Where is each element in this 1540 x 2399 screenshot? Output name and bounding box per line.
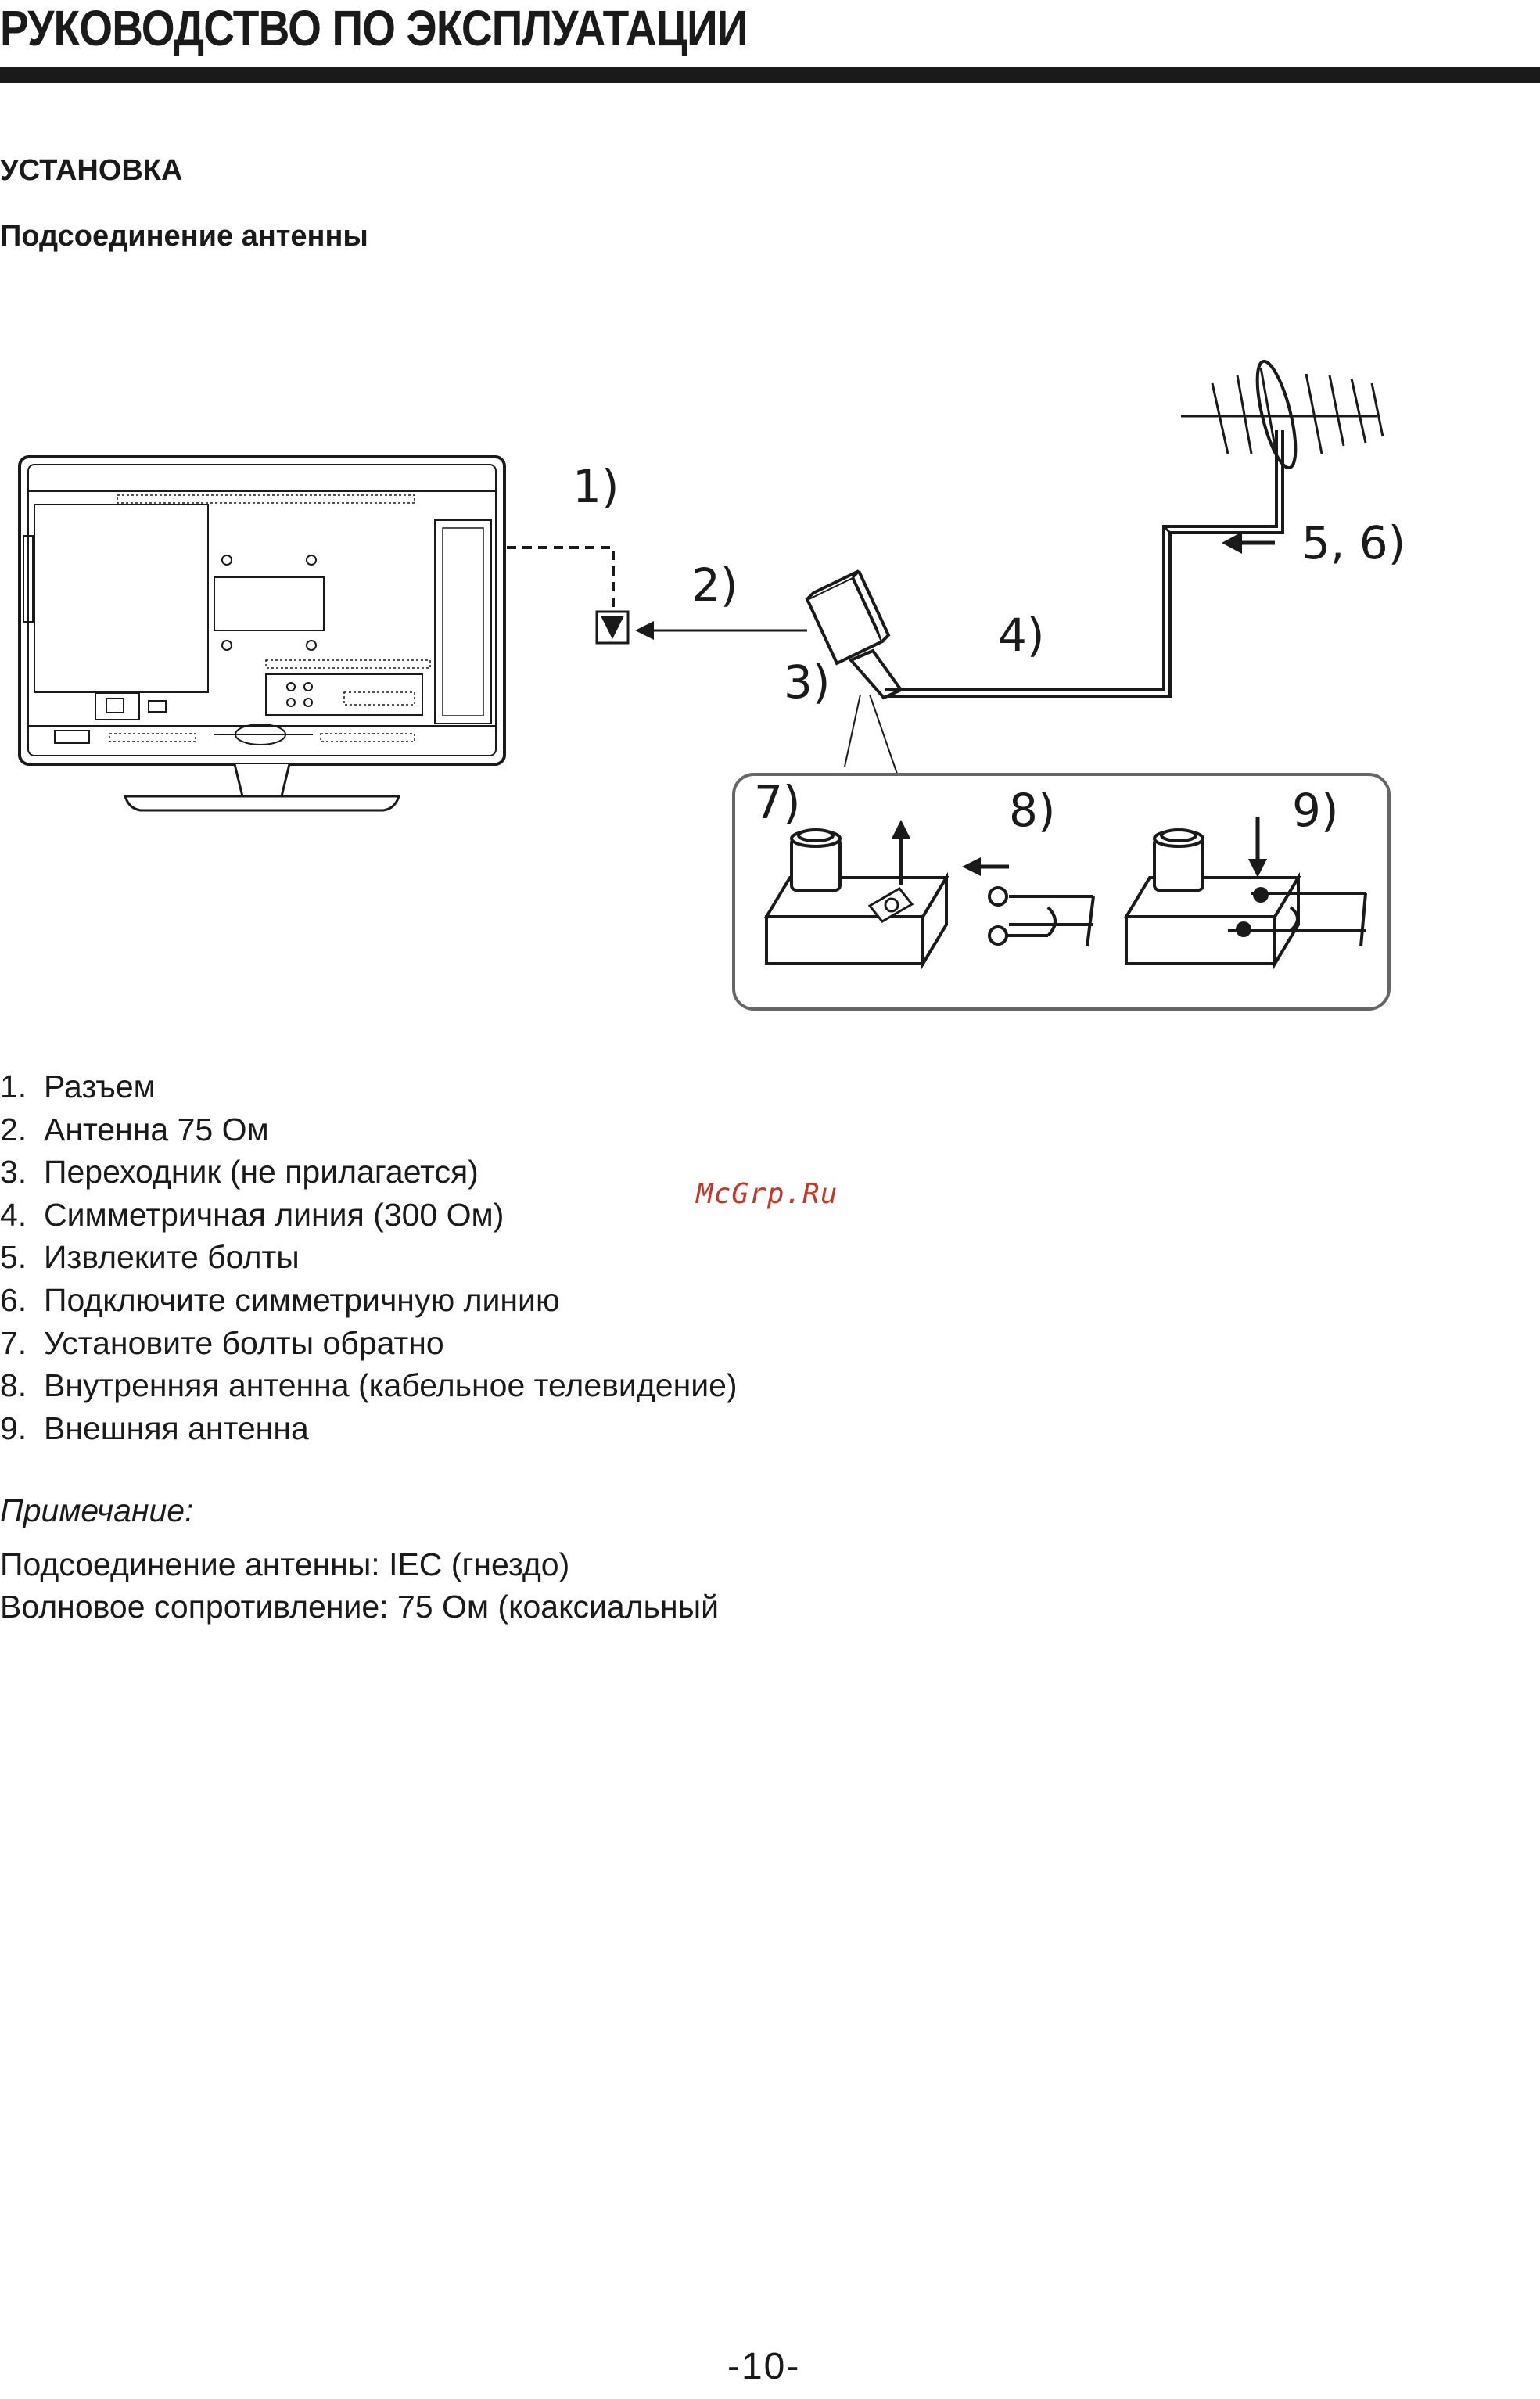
page-header-title: РУКОВОДСТВО ПО ЭКСПЛУАТАЦИИ	[0, 0, 748, 56]
section-subtitle: Подсоединение антенны	[0, 220, 368, 253]
yagi-antenna-icon	[1181, 359, 1384, 470]
page-number: -10-	[727, 2346, 801, 2387]
list-item: 6.Подключите симметричную линию	[0, 1281, 560, 1318]
note-line: Подсоединение антенны: IEC (гнездо)	[0, 1546, 570, 1582]
connector-link	[507, 546, 630, 645]
callout-9: 9)	[1292, 784, 1339, 837]
balanced-line	[885, 430, 1284, 698]
antenna-connection-diagram: 1) 2) 3) 4) 5, 6) 7) 8) 9)	[18, 359, 1405, 1011]
callout-5-6: 5, 6)	[1301, 516, 1405, 569]
list-item: 7.Установите болты обратно	[0, 1324, 444, 1361]
tv-rear-panel	[18, 455, 506, 812]
steps-list: 1.Разъем 2.Антенна 75 Ом 3.Переходник (н…	[0, 1065, 738, 1449]
note-line: Волновое сопротивление: 75 Ом (коаксиаль…	[0, 1589, 719, 1625]
watermark: McGrp.Ru	[696, 1178, 838, 1210]
callout-1: 1)	[573, 460, 619, 513]
callout-4: 4)	[998, 609, 1045, 662]
list-item: 5.Извлеките болты	[0, 1239, 300, 1276]
arrow-left-icon	[635, 621, 807, 640]
arrow-down-icon	[1248, 817, 1267, 878]
callout-7: 7)	[754, 776, 801, 829]
list-item: 3.Переходник (не прилагается)	[0, 1154, 479, 1191]
cable-ends-icon	[988, 886, 1095, 947]
section-title: УСТАНОВКА	[0, 154, 183, 187]
detail-leader-lines	[844, 694, 899, 777]
list-item: 9.Внешняя антенна	[0, 1410, 309, 1446]
list-item: 8.Внутренняя антенна (кабельное телевиде…	[0, 1367, 738, 1404]
terminal-block-icon	[1123, 828, 1367, 970]
callout-2: 2)	[691, 558, 738, 612]
arrow-left-icon	[962, 857, 1009, 876]
arrow-up-icon	[892, 820, 910, 885]
callout-8: 8)	[1009, 784, 1056, 837]
terminal-block-icon	[763, 828, 949, 970]
arrow-left-icon	[1222, 532, 1275, 554]
note-label: Примечание:	[0, 1492, 194, 1528]
header-rule	[0, 67, 1540, 83]
list-item: 4.Симметричная линия (300 Ом)	[0, 1196, 504, 1233]
list-item: 2.Антенна 75 Ом	[0, 1111, 269, 1147]
callout-3: 3)	[784, 655, 831, 709]
list-item: 1.Разъем	[0, 1068, 156, 1104]
